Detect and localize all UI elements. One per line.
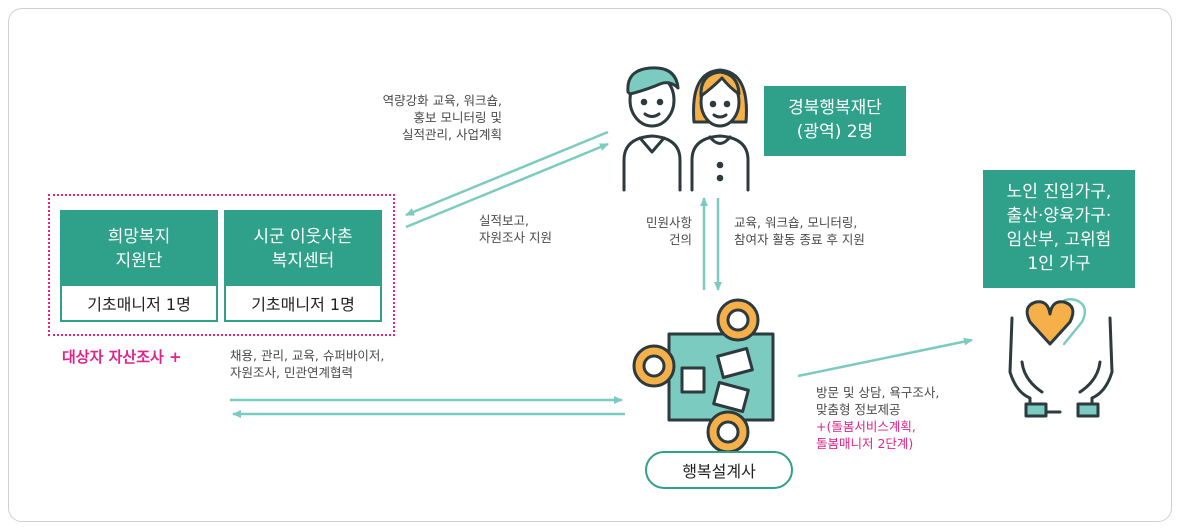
label-complaints: 민원사항 건의 bbox=[622, 214, 692, 248]
caring-hands-heart-icon bbox=[1008, 298, 1114, 418]
label-education-line-2: 참여자 활동 종료 후 지원 bbox=[734, 232, 865, 247]
label-hiring: 채용, 관리, 교육, 슈퍼바이저, 자원조사, 민관연계협력 bbox=[230, 347, 384, 381]
staff-people-icon bbox=[622, 66, 750, 192]
label-to-org-line-2: 홍보 모니터링 및 bbox=[413, 110, 502, 125]
label-to-foundation: 실적보고, 자원조사 지원 bbox=[479, 212, 552, 246]
label-to-org-line-3: 실적관리, 사업계획 bbox=[402, 127, 502, 142]
label-visit-consult: 방문 및 상담, 욕구조사, 맞춤형 정보제공 +(돌봄서비스계획, 돌봄매니저… bbox=[816, 384, 939, 452]
hope-welfare-manager: 기초매니저 1명 bbox=[87, 295, 191, 314]
target-line-2: 출산·양육가구· bbox=[1006, 206, 1112, 226]
label-education-line-1: 교육, 워크숍, 모니터링, bbox=[734, 215, 858, 230]
meeting-table-icon bbox=[632, 298, 775, 454]
neighbor-center-title-line-1: 시군 이웃사촌 bbox=[253, 227, 353, 247]
label-to-org-line-1: 역량강화 교육, 워크숍, bbox=[382, 93, 502, 108]
foundation-count: (광역) 2명 bbox=[796, 122, 874, 142]
arrow-designer-to-target bbox=[797, 337, 973, 378]
hope-welfare-title: 희망복지 지원단 bbox=[62, 212, 216, 286]
label-visit-line-2: 맞춤형 정보제공 bbox=[816, 402, 901, 417]
label-visit-care-plan-2: 돌봄매니저 2단계) bbox=[816, 436, 914, 451]
target-households-box: 노인 진입가구, 출산·양육가구· 임산부, 고위험 1인 가구 bbox=[983, 170, 1135, 288]
happiness-designer-label: 행복설계사 bbox=[645, 451, 793, 489]
local-organizations-group: 희망복지 지원단 기초매니저 1명 시군 이웃사촌 복지센터 기초매니저 1명 bbox=[48, 194, 395, 336]
label-complaints-line-2: 건의 bbox=[668, 232, 692, 247]
hope-welfare-title-line-1: 희망복지 bbox=[107, 227, 171, 247]
hope-welfare-title-line-2: 지원단 bbox=[115, 251, 163, 271]
neighbor-welfare-center-card: 시군 이웃사촌 복지센터 기초매니저 1명 bbox=[224, 210, 382, 322]
label-hiring-line-2: 자원조사, 민관연계협력 bbox=[230, 365, 353, 380]
arrow-org-to-foundation bbox=[405, 142, 609, 229]
label-visit-line-1: 방문 및 상담, 욕구조사, bbox=[816, 385, 940, 400]
label-to-foundation-line-2: 자원조사 지원 bbox=[479, 230, 552, 245]
target-line-4: 1인 가구 bbox=[1027, 254, 1091, 274]
diagram-frame bbox=[8, 8, 1172, 522]
label-visit-care-plan-1: +(돌봄서비스계획, bbox=[816, 419, 916, 434]
label-to-foundation-line-1: 실적보고, bbox=[479, 213, 529, 228]
hope-welfare-card: 희망복지 지원단 기초매니저 1명 bbox=[60, 210, 218, 322]
neighbor-center-title: 시군 이웃사촌 복지센터 bbox=[226, 212, 380, 286]
target-line-3: 임산부, 고위험 bbox=[1006, 230, 1112, 250]
neighbor-center-manager: 기초매니저 1명 bbox=[251, 295, 355, 314]
target-line-1: 노인 진입가구, bbox=[1006, 182, 1112, 202]
foundation-box: 경북행복재단 (광역) 2명 bbox=[764, 86, 906, 156]
label-education-support: 교육, 워크숍, 모니터링, 참여자 활동 종료 후 지원 bbox=[734, 214, 865, 248]
label-complaints-line-1: 민원사항 bbox=[645, 215, 692, 230]
label-to-org: 역량강화 교육, 워크숍, 홍보 모니터링 및 실적관리, 사업계획 bbox=[370, 92, 502, 143]
neighbor-center-title-line-2: 복지센터 bbox=[271, 251, 335, 271]
label-hiring-line-1: 채용, 관리, 교육, 슈퍼바이저, bbox=[230, 348, 385, 363]
label-asset-survey: 대상자 자산조사 + bbox=[62, 348, 182, 366]
foundation-name: 경북행복재단 bbox=[788, 98, 882, 118]
arrow-foundation-to-org bbox=[405, 130, 609, 217]
